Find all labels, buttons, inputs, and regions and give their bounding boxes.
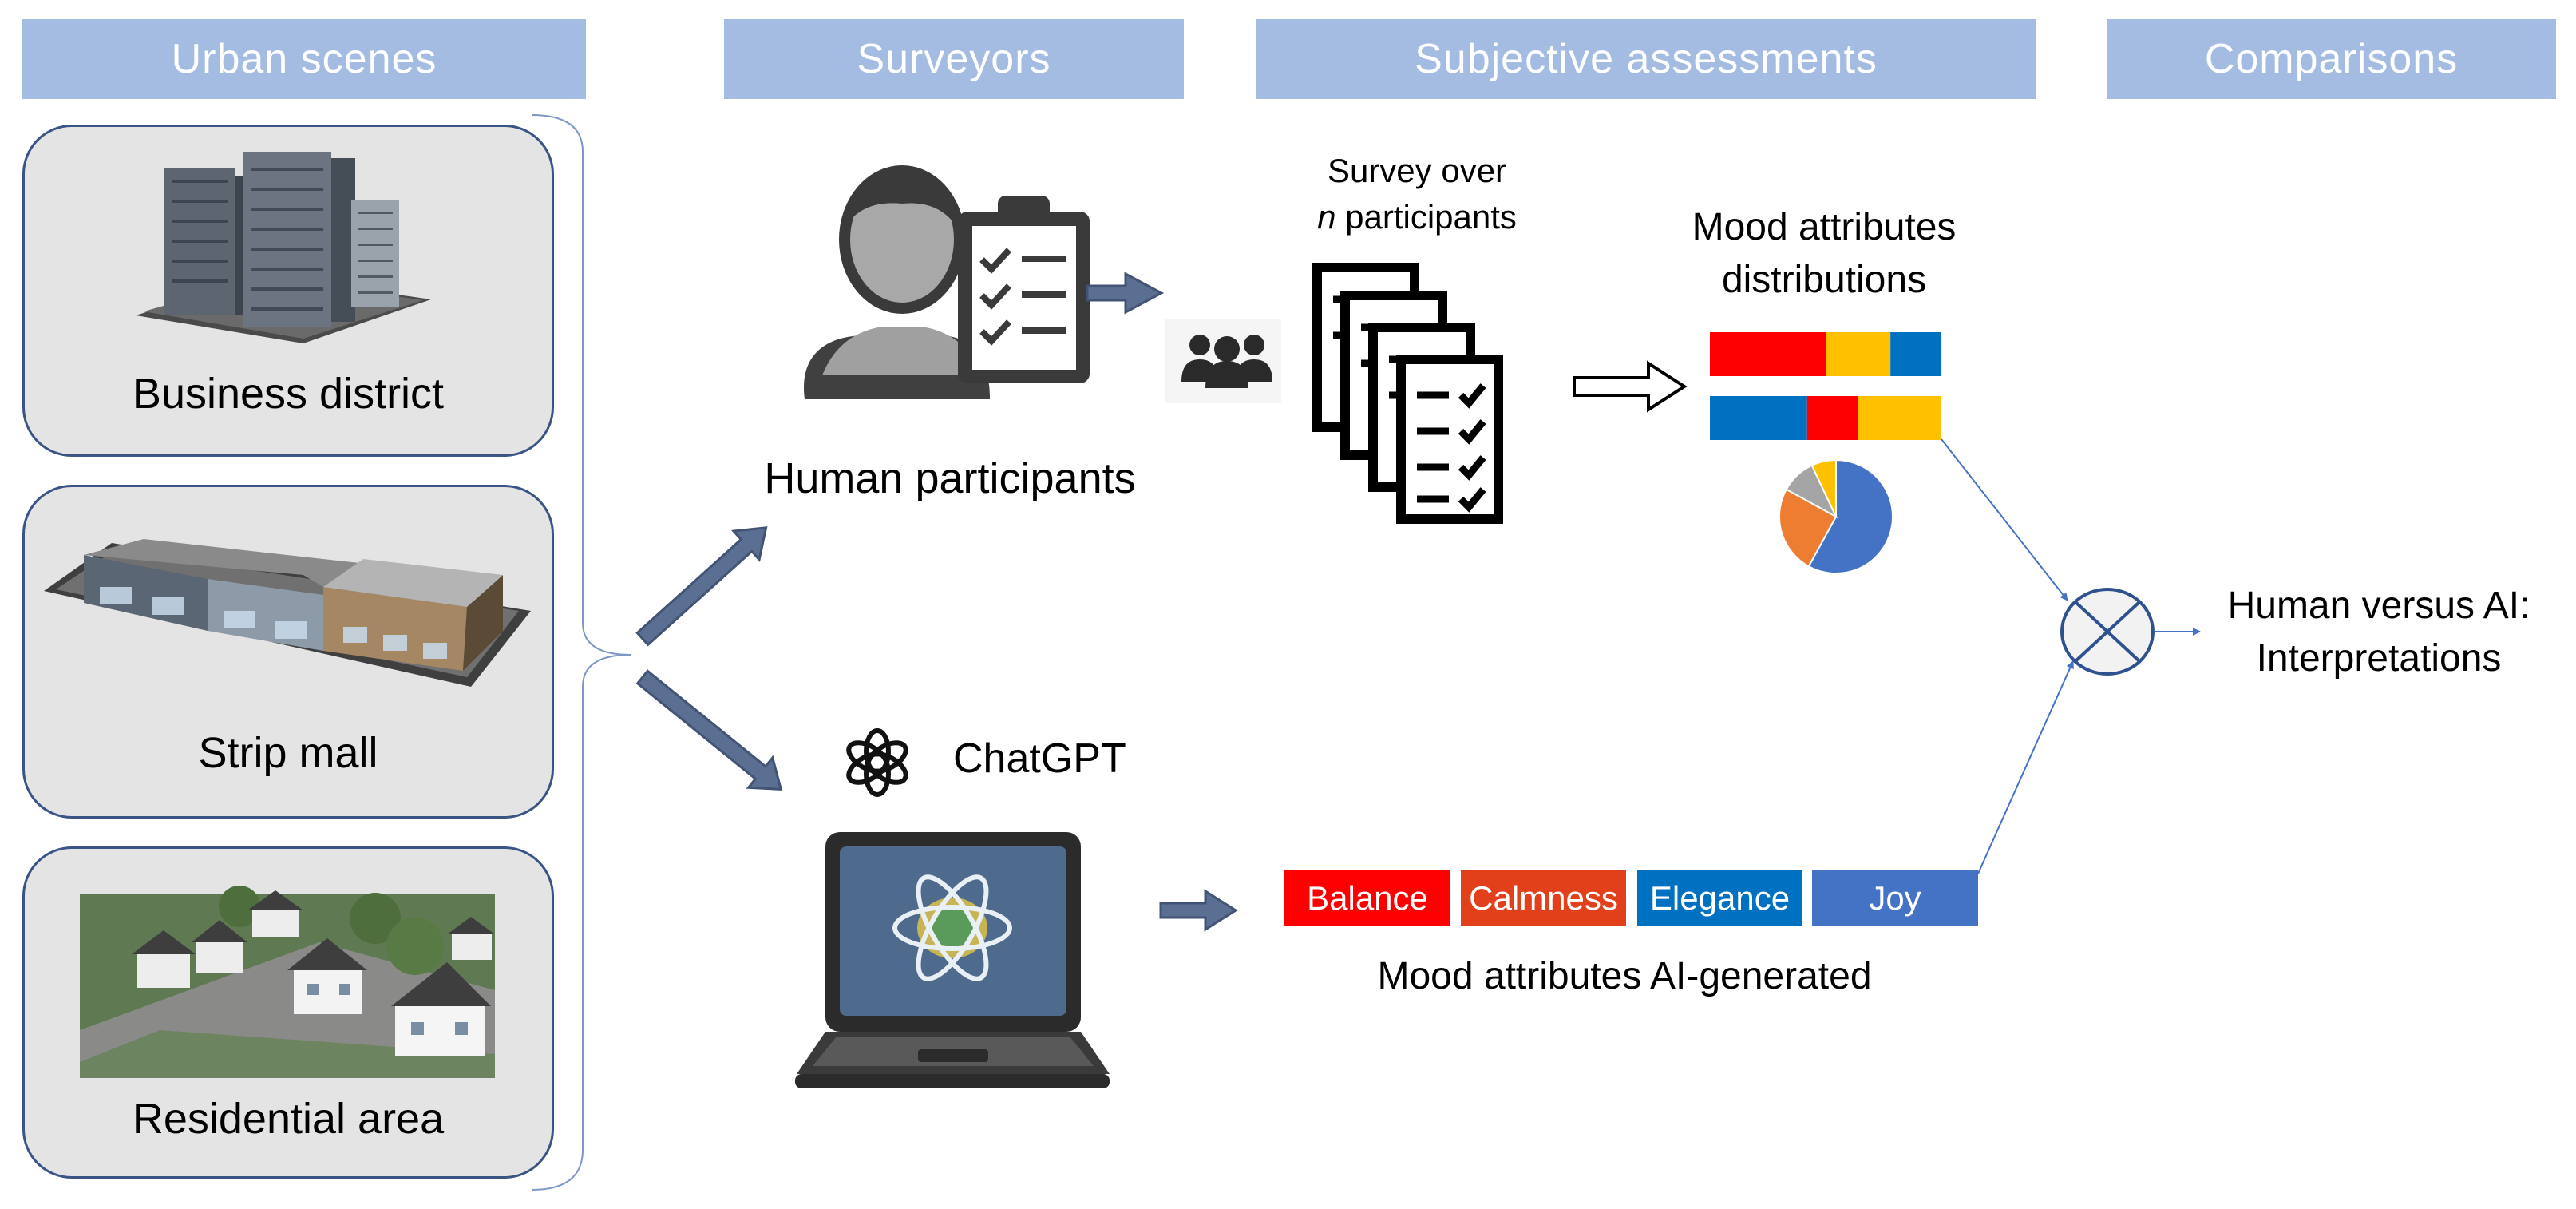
dist-bar-2-segment-0 (1710, 396, 1807, 440)
chatgpt-label: ChatGPT (953, 735, 1126, 782)
header-urban-scenes: Urban scenes (22, 19, 586, 99)
arrow-to-ai (635, 669, 783, 791)
comparison-line1: Human versus AI: (2227, 585, 2530, 627)
arrow-laptop-to-moods (1159, 889, 1238, 932)
connector-human-to-comparator (1941, 438, 2068, 601)
chatgpt-logo-icon (846, 728, 908, 797)
distribution-pie-chart (1779, 458, 1894, 574)
business-district-illustration (136, 152, 431, 343)
mood-tag-elegance: Elegance (1637, 870, 1802, 926)
survey-caption-line1: Survey over (1327, 152, 1507, 189)
dist-bar-2-segment-1 (1806, 396, 1858, 440)
connector-ai-to-comparator (1977, 660, 2074, 874)
residential-area-illustration (80, 886, 495, 1078)
dist-bar-2-segment-2 (1858, 396, 1941, 440)
mood-ai-generated-caption: Mood attributes AI-generated (1377, 955, 1872, 997)
scene-label-strip-mall: Strip mall (198, 729, 378, 777)
pie-slice-0 (1807, 458, 1894, 574)
dist-bar-1-segment-0 (1710, 332, 1826, 376)
person-icon (803, 165, 990, 399)
comparator-icon (2060, 588, 2155, 676)
human-participants-label: Human participants (764, 454, 1136, 502)
pie-slice-3 (1810, 458, 1837, 517)
comparison-result-caption: Human versus AI: Interpretations (2203, 580, 2554, 685)
header-subjective-assessments: Subjective assessments (1256, 19, 2036, 99)
dist-bar-1-segment-1 (1826, 332, 1891, 376)
atom-icon (892, 874, 1012, 981)
survey-n: n (1317, 198, 1336, 236)
distribution-bar-2 (1710, 396, 1941, 440)
dist-bar-1-segment-2 (1890, 332, 1941, 376)
strip-mall-illustration (44, 539, 531, 687)
arrow-survey-to-distributions (1573, 360, 1688, 413)
group-icon (1165, 319, 1281, 403)
mood-tag-joy: Joy (1812, 870, 1978, 926)
mood-tag-balance: Balance (1284, 870, 1450, 926)
distribution-bar-1 (1710, 332, 1941, 376)
survey-caption-line2: n participants (1261, 194, 1573, 240)
comparison-line2: Interpretations (2256, 637, 2502, 680)
arrow-person-to-group (1086, 272, 1165, 315)
survey-participants-text: participants (1335, 198, 1517, 236)
header-comparisons: Comparisons (2107, 19, 2556, 99)
mood-tag-calmness: Calmness (1461, 870, 1626, 926)
clipboard-icon (958, 196, 1090, 383)
scene-label-residential-area: Residential area (132, 1095, 445, 1143)
scene-label-business-district: Business district (132, 370, 445, 418)
mood-distributions-caption: Mood attributes distributions (1628, 201, 2020, 307)
arrow-to-human (635, 526, 768, 647)
bracket (531, 114, 631, 1191)
header-surveyors: Surveyors (724, 19, 1184, 99)
pie-slice-1 (1779, 488, 1838, 568)
mood-distributions-line2: distributions (1721, 259, 1927, 301)
survey-caption: Survey over n participants (1261, 148, 1573, 240)
survey-sheets-icon (1312, 263, 1503, 524)
mood-distributions-line1: Mood attributes (1692, 206, 1957, 248)
